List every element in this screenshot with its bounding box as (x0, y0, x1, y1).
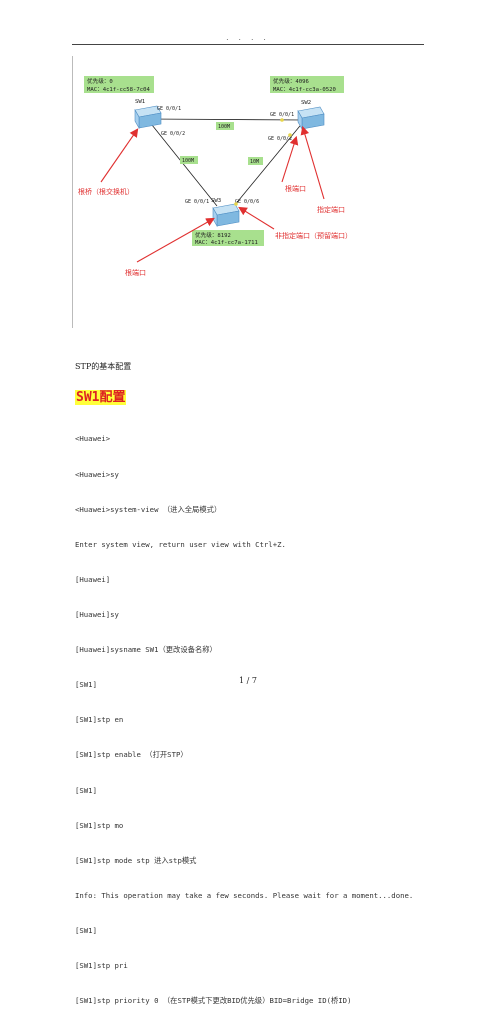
annotation-alternate-port: 非指定端口（预留端口） (275, 231, 352, 240)
annotation-root-port-sw2: 根端口 (285, 184, 306, 193)
cli-line: Info: This operation may take a few seco… (75, 890, 414, 900)
page-number: 1 / 7 (239, 676, 257, 685)
cli-transcript: <Huawei> <Huawei>sy <Huawei>system-view … (75, 410, 413, 1019)
arrow-alternate-port (238, 206, 275, 230)
port-marker-sw3-g06 (234, 202, 238, 206)
sw1-port-g01: GE 0/0/1 (157, 106, 181, 112)
sw1-port-g02: GE 0/0/2 (161, 131, 185, 137)
header-rule (72, 44, 424, 45)
section-heading-sw1: SW1配置 (75, 390, 127, 405)
svg-text:SW3: SW3 (211, 198, 221, 204)
annotation-root-port-sw3: 根端口 (125, 268, 146, 277)
cli-line: [SW1] (75, 925, 97, 935)
cli-line: [Huawei] (75, 574, 111, 584)
sw2-port-g02: GE 0/0/2 (268, 136, 292, 142)
cli-line: [SW1]stp mo (75, 820, 124, 830)
margin-line (72, 56, 73, 328)
cli-line: [SW1]stp pri (75, 961, 128, 971)
svg-text:SW1: SW1 (135, 99, 145, 105)
cli-line: [SW1]stp enable （打开STP） (75, 750, 188, 760)
annotation-root-bridge: 根桥（根交换机） (78, 187, 134, 196)
link-sw2-sw3 (233, 120, 305, 207)
cli-line: <Huawei>sy (75, 469, 119, 479)
speed-label-sw1-sw3: 100M (180, 156, 198, 164)
cli-line: [SW1]stp priority 0 （在STP模式下更改BID优先级）BID… (75, 996, 352, 1006)
svg-text:100M: 100M (218, 124, 230, 130)
header-dots: · · · · (226, 36, 270, 44)
port-marker-sw2-g02 (288, 133, 292, 137)
cli-line: [Huawei]sy (75, 609, 119, 619)
stp-topology-diagram: 优先级：0 MAC：4c1f-cc58-7c04 优先级：4096 MAC：4c… (78, 76, 352, 277)
cli-line: [SW1]stp en (75, 715, 124, 725)
svg-text:SW2: SW2 (301, 100, 311, 106)
svg-text:MAC：4c1f-cc58-7c04: MAC：4c1f-cc58-7c04 (87, 87, 150, 93)
arrow-root-port-sw2 (281, 135, 299, 183)
sw1-info-label: 优先级：0 MAC：4c1f-cc58-7c04 (84, 76, 154, 93)
arrow-root-bridge (100, 128, 139, 183)
switch-sw2: SW2 (297, 100, 325, 131)
cli-line: Enter system view, return user view with… (75, 539, 286, 549)
switch-sw1: SW1 (134, 99, 162, 130)
switch-sw3: SW3 (211, 198, 240, 228)
cli-line: [SW1] (75, 785, 97, 795)
svg-text:优先级：0: 优先级：0 (87, 77, 113, 85)
annotation-designated-port: 指定端口 (317, 205, 345, 214)
arrow-designated-port (300, 125, 325, 200)
speed-label-sw1-sw2: 100M (216, 122, 234, 130)
svg-text:MAC：4c1f-cc3a-0520: MAC：4c1f-cc3a-0520 (273, 87, 336, 93)
cli-line: <Huawei>system-view （进入全局模式） (75, 504, 222, 514)
sw3-info-label: 优先级：8192 MAC：4c1f-cc7a-1711 (192, 230, 264, 246)
speed-label-sw2-sw3: 10M (248, 157, 263, 165)
svg-text:100M: 100M (182, 158, 194, 164)
port-marker-sw2-g01 (280, 118, 284, 122)
diagram-caption: STP的基本配置 (75, 362, 132, 371)
svg-text:优先级：4096: 优先级：4096 (273, 77, 309, 85)
cli-line: [Huawei]sysname SW1（更改设备名称） (75, 645, 217, 655)
sw2-info-label: 优先级：4096 MAC：4c1f-cc3a-0520 (270, 76, 344, 93)
arrow-root-port-sw3 (136, 217, 215, 263)
svg-text:MAC：4c1f-cc7a-1711: MAC：4c1f-cc7a-1711 (195, 240, 258, 246)
link-sw1-sw2 (147, 118, 305, 121)
svg-text:优先级：8192: 优先级：8192 (195, 231, 231, 239)
cli-line: [SW1] (75, 680, 97, 690)
cli-line: <Huawei> (75, 434, 111, 444)
sw3-port-g01: GE 0/0/1 (185, 199, 209, 205)
sw2-port-g01: GE 0/0/1 (270, 112, 294, 118)
svg-text:10M: 10M (250, 159, 259, 165)
sw3-port-g06: GE 0/0/6 (235, 199, 259, 205)
cli-line: [SW1]stp mode stp 进入stp模式 (75, 855, 197, 865)
